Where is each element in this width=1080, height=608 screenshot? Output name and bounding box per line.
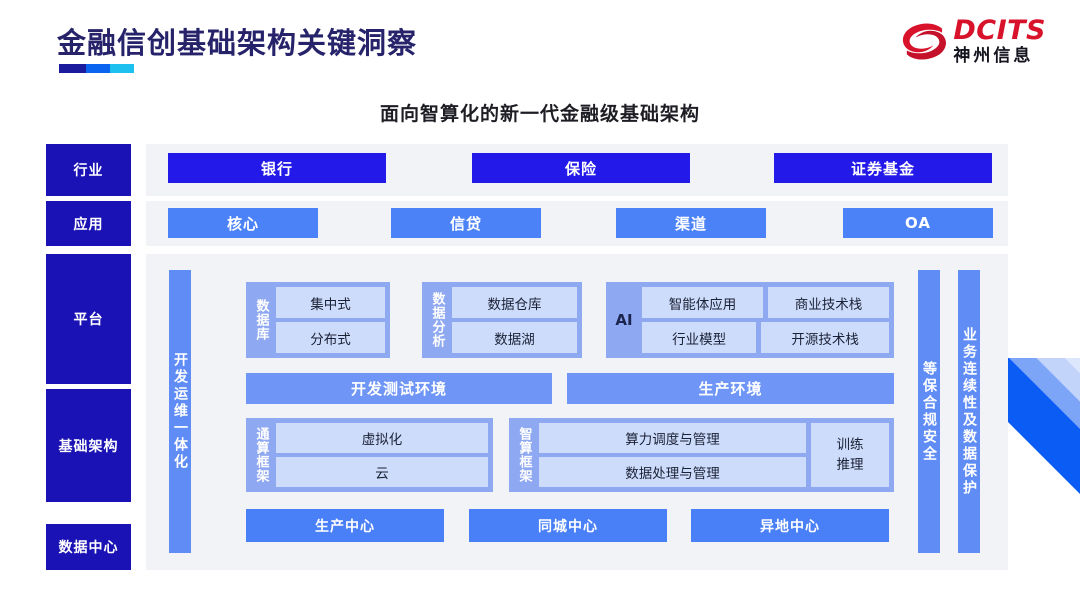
subtitle: 面向智算化的新一代金融级基础架构 bbox=[379, 103, 700, 125]
industry-panel: 银行 保险 证券基金 bbox=[146, 144, 1008, 196]
rail-label: 行业 bbox=[73, 163, 104, 179]
rail-industry: 行业 bbox=[46, 144, 131, 196]
vbar-compliance-security: 等保合规安全 bbox=[918, 270, 940, 553]
group-database: 数据库 集中式 分布式 bbox=[246, 282, 390, 358]
brand-logo: DCITS 神州信息 bbox=[899, 17, 1046, 65]
rail-label: 应用 bbox=[73, 216, 104, 233]
application-box-core[interactable]: 核心 bbox=[168, 208, 318, 238]
group-ai: AI 智能体应用 商业技术栈 行业模型 开源技术栈 bbox=[606, 282, 894, 358]
industry-box-securities[interactable]: 证券基金 bbox=[774, 153, 992, 183]
rail-platform: 平台 bbox=[46, 254, 131, 384]
cell-opensource-stack[interactable]: 开源技术栈 bbox=[761, 322, 889, 353]
datacenter-box-remote[interactable]: 异地中心 bbox=[691, 509, 889, 542]
logo-text: DCITS 神州信息 bbox=[953, 17, 1046, 65]
cell-commercial-stack[interactable]: 商业技术栈 bbox=[768, 287, 889, 318]
cell-industry-model[interactable]: 行业模型 bbox=[642, 322, 757, 353]
industry-box-insurance[interactable]: 保险 bbox=[472, 153, 690, 183]
group-cells: 数据仓库 数据湖 bbox=[452, 287, 577, 353]
rail-label: 平台 bbox=[73, 312, 104, 328]
group-label-general-compute: 通算框架 bbox=[253, 427, 269, 483]
vbar-devops: 开发运维一体化 bbox=[169, 270, 191, 553]
group-cells-row-top: 智能体应用 商业技术栈 bbox=[642, 287, 889, 318]
group-cells: 智能体应用 商业技术栈 行业模型 开源技术栈 bbox=[642, 287, 889, 353]
rail-label: 基础架构 bbox=[58, 438, 119, 455]
rail-infrastructure: 基础架构 bbox=[46, 389, 131, 502]
datacenter-box-production[interactable]: 生产中心 bbox=[246, 509, 444, 542]
group-label-ai-compute: 智算框架 bbox=[516, 427, 532, 483]
datacenter-box-metro[interactable]: 同城中心 bbox=[469, 509, 667, 542]
logo-cn-text: 神州信息 bbox=[953, 46, 1034, 66]
group-cells: 集中式 分布式 bbox=[276, 287, 385, 353]
accent-rule-bar bbox=[59, 64, 134, 73]
cell-virtualization[interactable]: 虚拟化 bbox=[276, 423, 488, 453]
cell-data-lake[interactable]: 数据湖 bbox=[452, 322, 577, 353]
cell-train-line-2: 推理 bbox=[836, 457, 864, 473]
cell-data-warehouse[interactable]: 数据仓库 bbox=[452, 287, 577, 318]
vbar-business-continuity: 业务连续性及数据保护 bbox=[958, 270, 980, 553]
cell-centralized[interactable]: 集中式 bbox=[276, 287, 385, 318]
cell-compute-scheduling[interactable]: 算力调度与管理 bbox=[539, 423, 806, 453]
group-ai-compute: 智算框架 算力调度与管理 数据处理与管理 训练 推理 bbox=[509, 418, 894, 492]
industry-box-bank[interactable]: 银行 bbox=[168, 153, 386, 183]
cell-distributed[interactable]: 分布式 bbox=[276, 322, 385, 353]
dcits-swirl-icon bbox=[899, 18, 947, 65]
group-cells: 虚拟化 云 bbox=[276, 423, 488, 487]
application-box-oa[interactable]: OA bbox=[843, 208, 993, 238]
group-label-ai: AI bbox=[615, 311, 633, 329]
accent-segment-1 bbox=[59, 64, 86, 73]
group-label-database: 数据库 bbox=[253, 299, 269, 341]
application-panel: 核心 信贷 渠道 OA bbox=[146, 201, 1008, 246]
rail-label: 数据中心 bbox=[58, 540, 119, 556]
logo-en-text: DCITS bbox=[953, 15, 1046, 46]
group-cells: 算力调度与管理 数据处理与管理 bbox=[539, 423, 806, 487]
accent-segment-2 bbox=[86, 64, 110, 73]
cell-data-processing[interactable]: 数据处理与管理 bbox=[539, 457, 806, 487]
rail-application: 应用 bbox=[46, 201, 131, 246]
application-box-credit[interactable]: 信贷 bbox=[391, 208, 541, 238]
group-label-data-analysis: 数据分析 bbox=[429, 292, 445, 348]
cell-cloud[interactable]: 云 bbox=[276, 457, 488, 487]
header: 金融信创基础架构关键洞察 DCITS 神州信息 bbox=[0, 0, 1080, 88]
cell-train-line-1: 训练 bbox=[836, 436, 864, 453]
group-general-compute: 通算框架 虚拟化 云 bbox=[246, 418, 493, 492]
cell-train-inference[interactable]: 训练 推理 bbox=[811, 423, 889, 487]
group-data-analysis: 数据分析 数据仓库 数据湖 bbox=[422, 282, 582, 358]
bar-production-environment[interactable]: 生产环境 bbox=[567, 373, 894, 404]
platform-infrastructure-panel: 开发运维一体化 等保合规安全 业务连续性及数据保护 数据库 集中式 分布式 数据… bbox=[146, 254, 1008, 570]
bar-dev-test-environment[interactable]: 开发测试环境 bbox=[246, 373, 552, 404]
cell-agent-application[interactable]: 智能体应用 bbox=[642, 287, 763, 318]
architecture-diagram: 行业 应用 平台 基础架构 数据中心 银行 保险 证券基金 核心 信贷 渠道 O… bbox=[0, 140, 1080, 570]
rail-datacenter: 数据中心 bbox=[46, 524, 131, 570]
accent-segment-3 bbox=[110, 64, 134, 73]
application-box-channel[interactable]: 渠道 bbox=[616, 208, 766, 238]
page-title: 金融信创基础架构关键洞察 bbox=[57, 26, 418, 60]
group-cells-row-bottom: 行业模型 开源技术栈 bbox=[642, 322, 889, 353]
